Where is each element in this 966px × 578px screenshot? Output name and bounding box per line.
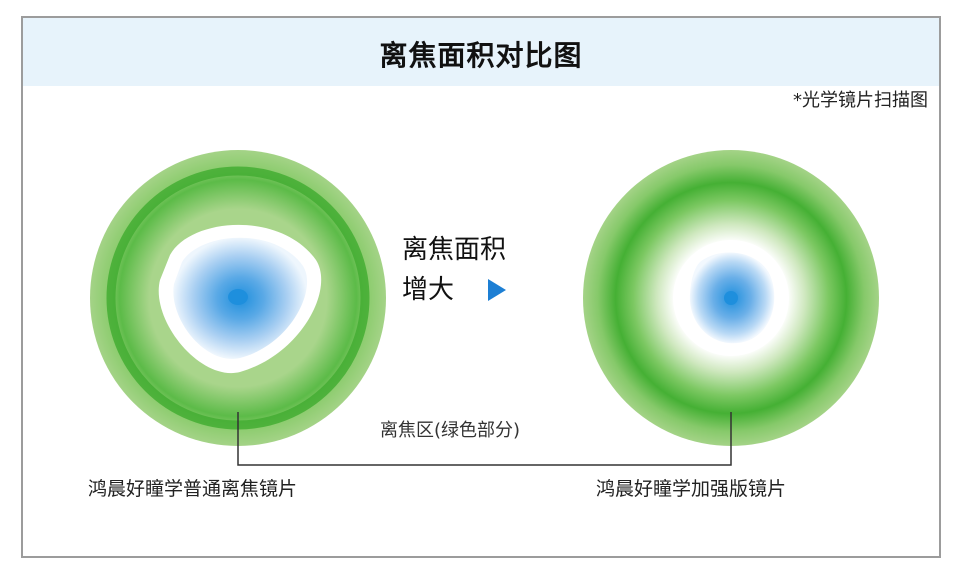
comparison-label-line2: 增大 — [402, 275, 455, 305]
page-title: 离焦面积对比图 — [379, 39, 583, 72]
comparison-label: 离焦面积 增大 — [402, 230, 507, 310]
comparison-label-line1: 离焦面积 — [402, 235, 507, 265]
scan-note: *光学镜片扫描图 — [793, 90, 928, 111]
defocus-zone-label: 离焦区(绿色部分) — [380, 420, 521, 441]
right-lens — [583, 150, 879, 446]
triangle-right-icon — [488, 279, 507, 301]
right-lens-caption: 鸿晨好瞳学加强版镜片 — [596, 478, 787, 500]
left-lens-center-dot — [228, 289, 248, 305]
left-lens-caption: 鸿晨好瞳学普通离焦镜片 — [88, 478, 298, 500]
right-lens-center-dot — [724, 291, 738, 305]
title-bar: 离焦面积对比图 — [23, 18, 939, 86]
left-lens — [90, 150, 386, 446]
defocus-zone-bracket — [237, 412, 732, 466]
